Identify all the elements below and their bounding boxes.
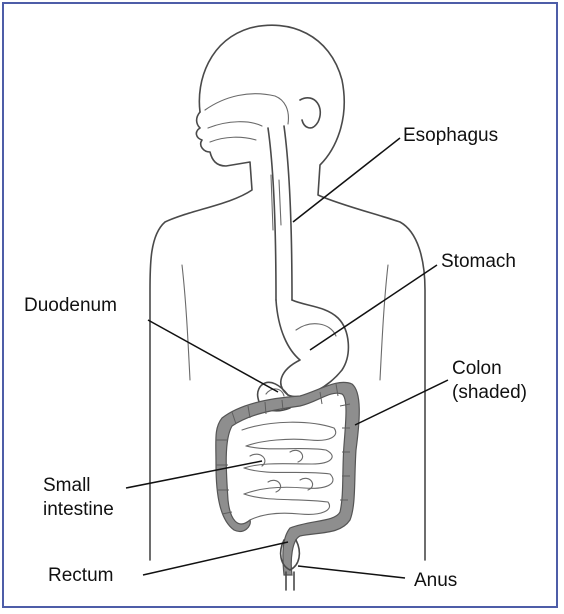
esophagus-leader	[293, 138, 400, 222]
esophagus	[268, 126, 292, 300]
colon-label: Colon (shaded)	[452, 357, 527, 405]
colon-leader	[355, 380, 448, 425]
anus-leader	[298, 566, 405, 578]
esophagus-label: Esophagus	[403, 124, 498, 148]
rectum-leader	[143, 542, 288, 575]
stomach-label: Stomach	[441, 250, 516, 274]
anus-label: Anus	[414, 569, 457, 593]
rectum-label: Rectum	[48, 564, 113, 588]
small-intestine-label: Small intestine	[43, 474, 114, 522]
colon	[216, 382, 359, 575]
duodenum-label: Duodenum	[24, 294, 117, 318]
duodenum-leader	[148, 320, 278, 392]
stomach-leader	[310, 265, 437, 350]
small-intestine-leader	[126, 461, 262, 488]
small-intestine	[242, 422, 336, 520]
body-outline	[150, 25, 425, 560]
